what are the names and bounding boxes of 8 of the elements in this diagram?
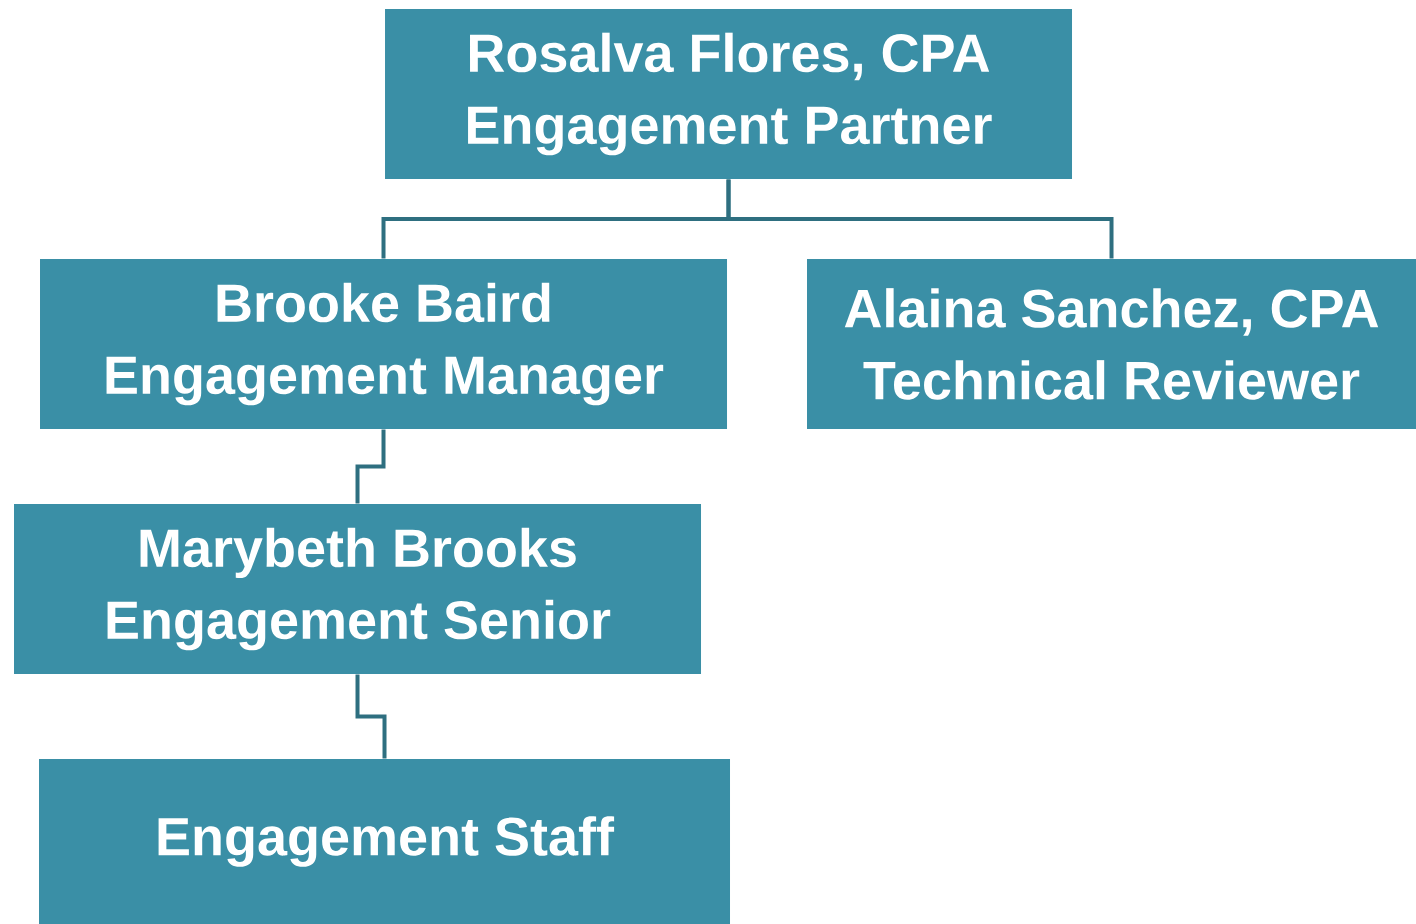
connector xyxy=(355,429,386,504)
person-box: Rosalva Flores, CPA Engagement Partner xyxy=(385,9,1072,179)
person-box: Engagement Staff xyxy=(39,759,730,924)
person-box: Brooke Baird Engagement Manager xyxy=(40,259,727,429)
person-box: Alaina Sanchez, CPA Technical Reviewer xyxy=(807,259,1416,429)
connector xyxy=(355,674,387,759)
connector xyxy=(726,179,1114,259)
person-box: Marybeth Brooks Engagement Senior xyxy=(14,504,701,674)
